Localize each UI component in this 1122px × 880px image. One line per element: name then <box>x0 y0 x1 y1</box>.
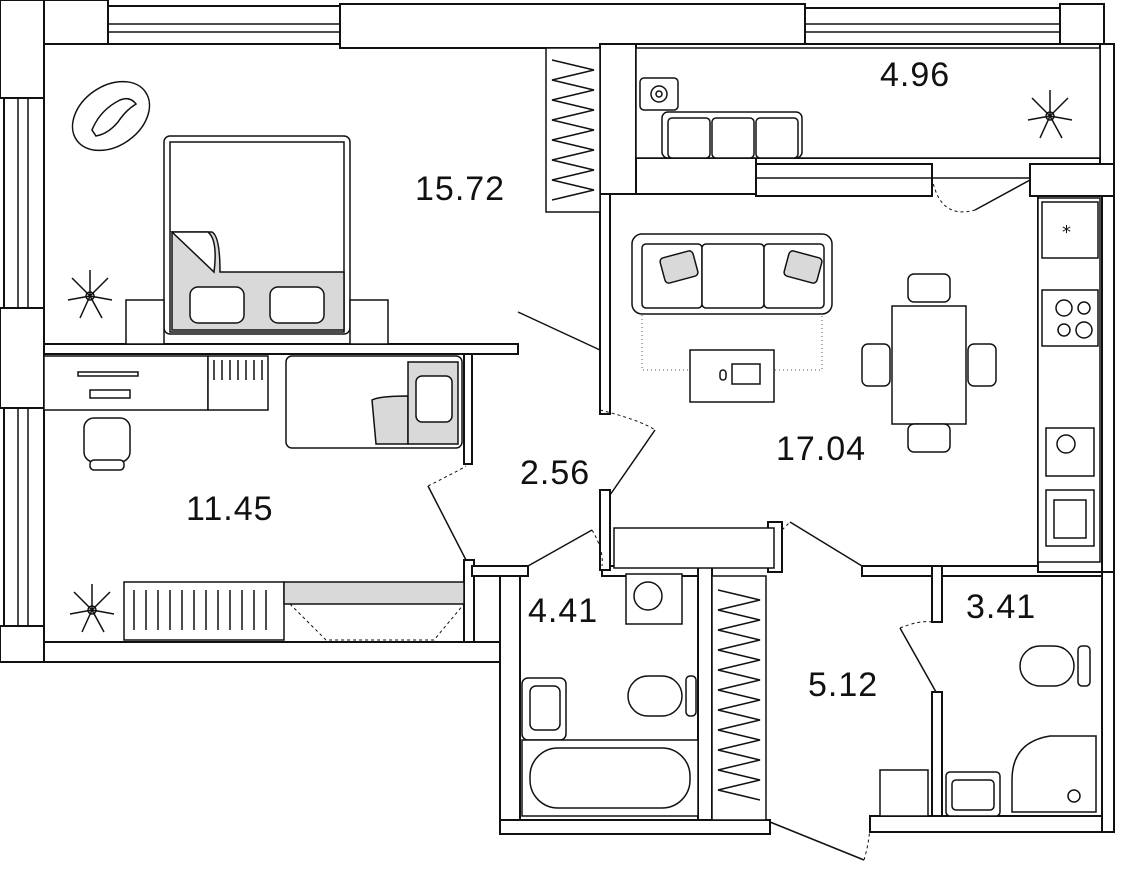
cat-icon <box>91 97 138 137</box>
wardrobe-icon <box>711 575 767 821</box>
kitchen-counter: * <box>1037 197 1101 563</box>
office-chair-icon <box>83 417 131 471</box>
chair-icon <box>907 273 951 303</box>
room-area-hallway: 5.12 <box>808 666 878 704</box>
room-area-bedroom-small: 11.45 <box>186 490 274 528</box>
dining-table-icon <box>861 273 997 453</box>
room-area-loggia: 4.96 <box>880 56 950 94</box>
hall-small: 2.56 <box>520 454 590 492</box>
chair-icon <box>861 343 891 387</box>
loggia: 4.96 <box>635 47 1101 159</box>
bedroom-large: 15.72 <box>67 47 601 345</box>
floor-drain-icon <box>879 769 929 817</box>
toilet-icon <box>627 675 697 717</box>
laptop-icon <box>689 349 775 403</box>
outer-walls <box>0 0 1115 835</box>
wardrobe-icon <box>545 47 601 213</box>
room-area-bathroom: 4.41 <box>528 592 598 630</box>
wardrobe-icon <box>123 581 465 641</box>
plant-icon <box>1027 90 1073 139</box>
sofa-icon <box>631 233 833 315</box>
room-area-hall-small: 2.56 <box>520 454 590 492</box>
shower-icon <box>1011 735 1097 813</box>
living-kitchen: * 17.04 <box>631 197 1101 563</box>
bathroom: 4.41 <box>521 527 775 817</box>
room-area-toilet-shower: 3.41 <box>966 588 1036 626</box>
toilet-icon <box>1019 645 1091 687</box>
chair-icon <box>967 343 997 387</box>
hallway: 5.12 <box>711 575 878 821</box>
plant-icon <box>69 584 115 633</box>
sink-icon <box>945 771 1001 817</box>
bedroom-small: 11.45 <box>43 355 465 641</box>
stove-icon <box>1041 289 1099 347</box>
plant-icon <box>67 270 113 319</box>
desk-icon <box>43 355 209 411</box>
nightstand-right <box>349 299 389 345</box>
rug-icon <box>71 80 151 152</box>
chair-icon <box>907 423 951 453</box>
nightstand-left <box>125 299 165 345</box>
room-area-bedroom-large: 15.72 <box>415 170 505 208</box>
washing-machine-icon <box>613 527 775 625</box>
fridge-icon <box>1041 201 1099 259</box>
bed-icon <box>163 135 351 335</box>
room-area-living-kitchen: 17.04 <box>776 430 866 468</box>
svg-text:*: * <box>1062 222 1071 243</box>
toilet-shower: 3.41 <box>879 588 1097 817</box>
bed-icon <box>285 355 463 449</box>
sofa-icon <box>661 111 803 159</box>
bathtub-icon <box>521 739 699 817</box>
doors <box>427 177 1031 861</box>
sink-icon <box>521 677 567 741</box>
